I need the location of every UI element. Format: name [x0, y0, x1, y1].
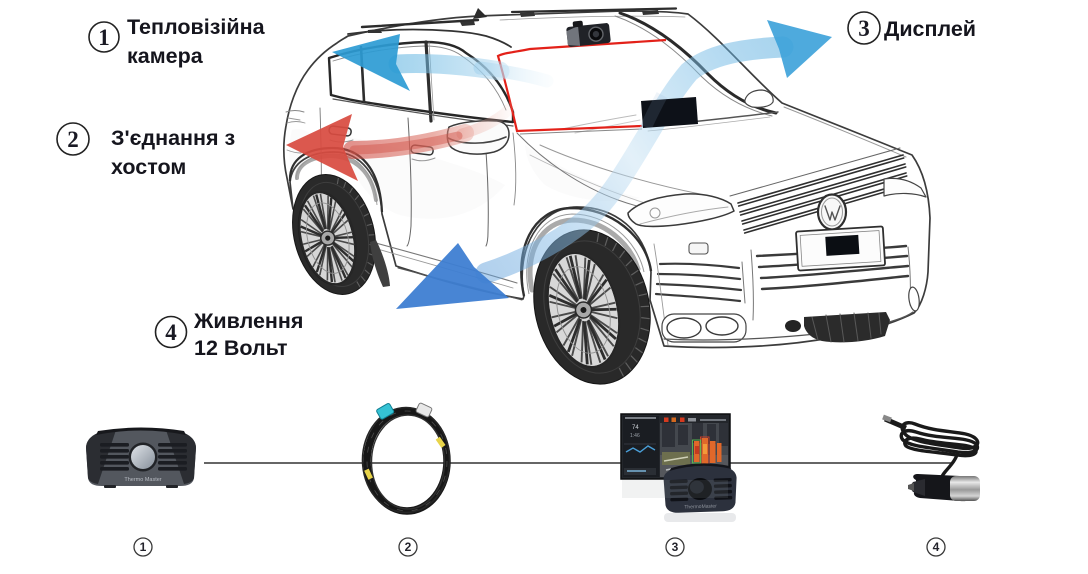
svg-text:камера: камера — [127, 44, 204, 68]
svg-text:1: 1 — [140, 540, 147, 554]
svg-text:1:46: 1:46 — [630, 433, 640, 439]
svg-text:4: 4 — [933, 540, 940, 554]
svg-text:ThermoMaster: ThermoMaster — [684, 503, 717, 510]
svg-text:3: 3 — [858, 16, 870, 41]
svg-text:74: 74 — [632, 425, 639, 431]
svg-text:Живлення: Живлення — [193, 309, 303, 333]
svg-text:Дисплей: Дисплей — [884, 17, 976, 41]
svg-text:Thermo Master: Thermo Master — [124, 477, 161, 483]
svg-text:хостом: хостом — [111, 155, 186, 179]
svg-text:2: 2 — [405, 540, 412, 554]
svg-text:З'єднання з: З'єднання з — [111, 126, 235, 150]
svg-text:2: 2 — [67, 127, 79, 152]
svg-text:3: 3 — [672, 540, 679, 554]
svg-text:1: 1 — [98, 25, 110, 50]
svg-text:4: 4 — [165, 320, 177, 345]
svg-text:12 Вольт: 12 Вольт — [194, 336, 288, 360]
svg-text:Тепловізійна: Тепловізійна — [127, 15, 266, 39]
